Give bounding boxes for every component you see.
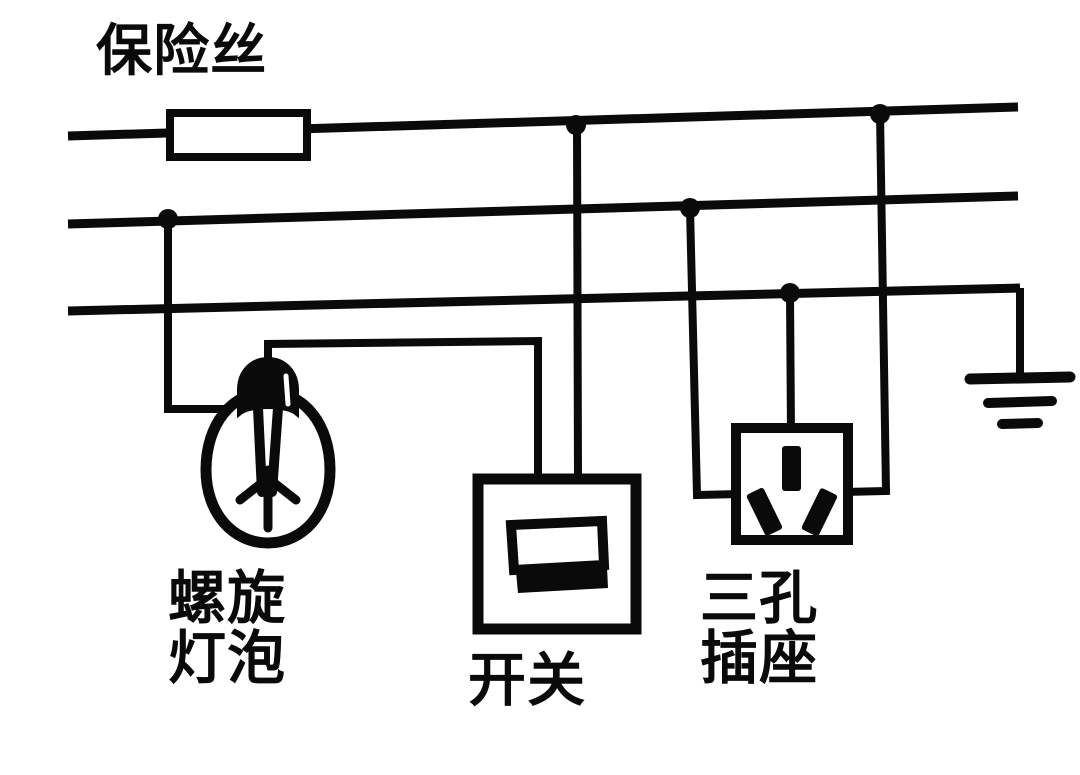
wire-branch-neutral-to-socket [686,208,741,500]
label-three-hole-socket: 三孔 插座 [700,564,819,693]
wire-branch-earth-to-socket [786,293,795,433]
fuse-symbol [166,109,311,161]
wire-branch-lamp-neutral [164,219,248,413]
wire-line-3-earth [67,283,1021,316]
wire-line-2-neutral [67,191,1019,229]
rocker-switch-icon[interactable] [472,473,642,635]
label-switch: 开关 [468,646,587,714]
three-hole-socket-icon[interactable] [731,423,853,545]
wire-branch-live-to-socket [843,112,891,496]
junction-dot [158,209,178,229]
earth-ground-icon [964,371,1076,429]
junction-dots [158,104,890,303]
junction-dot [780,283,800,303]
junction-dot [680,198,700,218]
label-fuse: 保险丝 [96,18,268,84]
junction-dot [870,104,890,124]
wire-branch-live-to-switch [573,123,582,481]
label-screw-light-bulb: 螺旋 灯泡 [168,564,287,693]
junction-dot [566,115,586,135]
screw-light-bulb-icon [200,356,336,549]
